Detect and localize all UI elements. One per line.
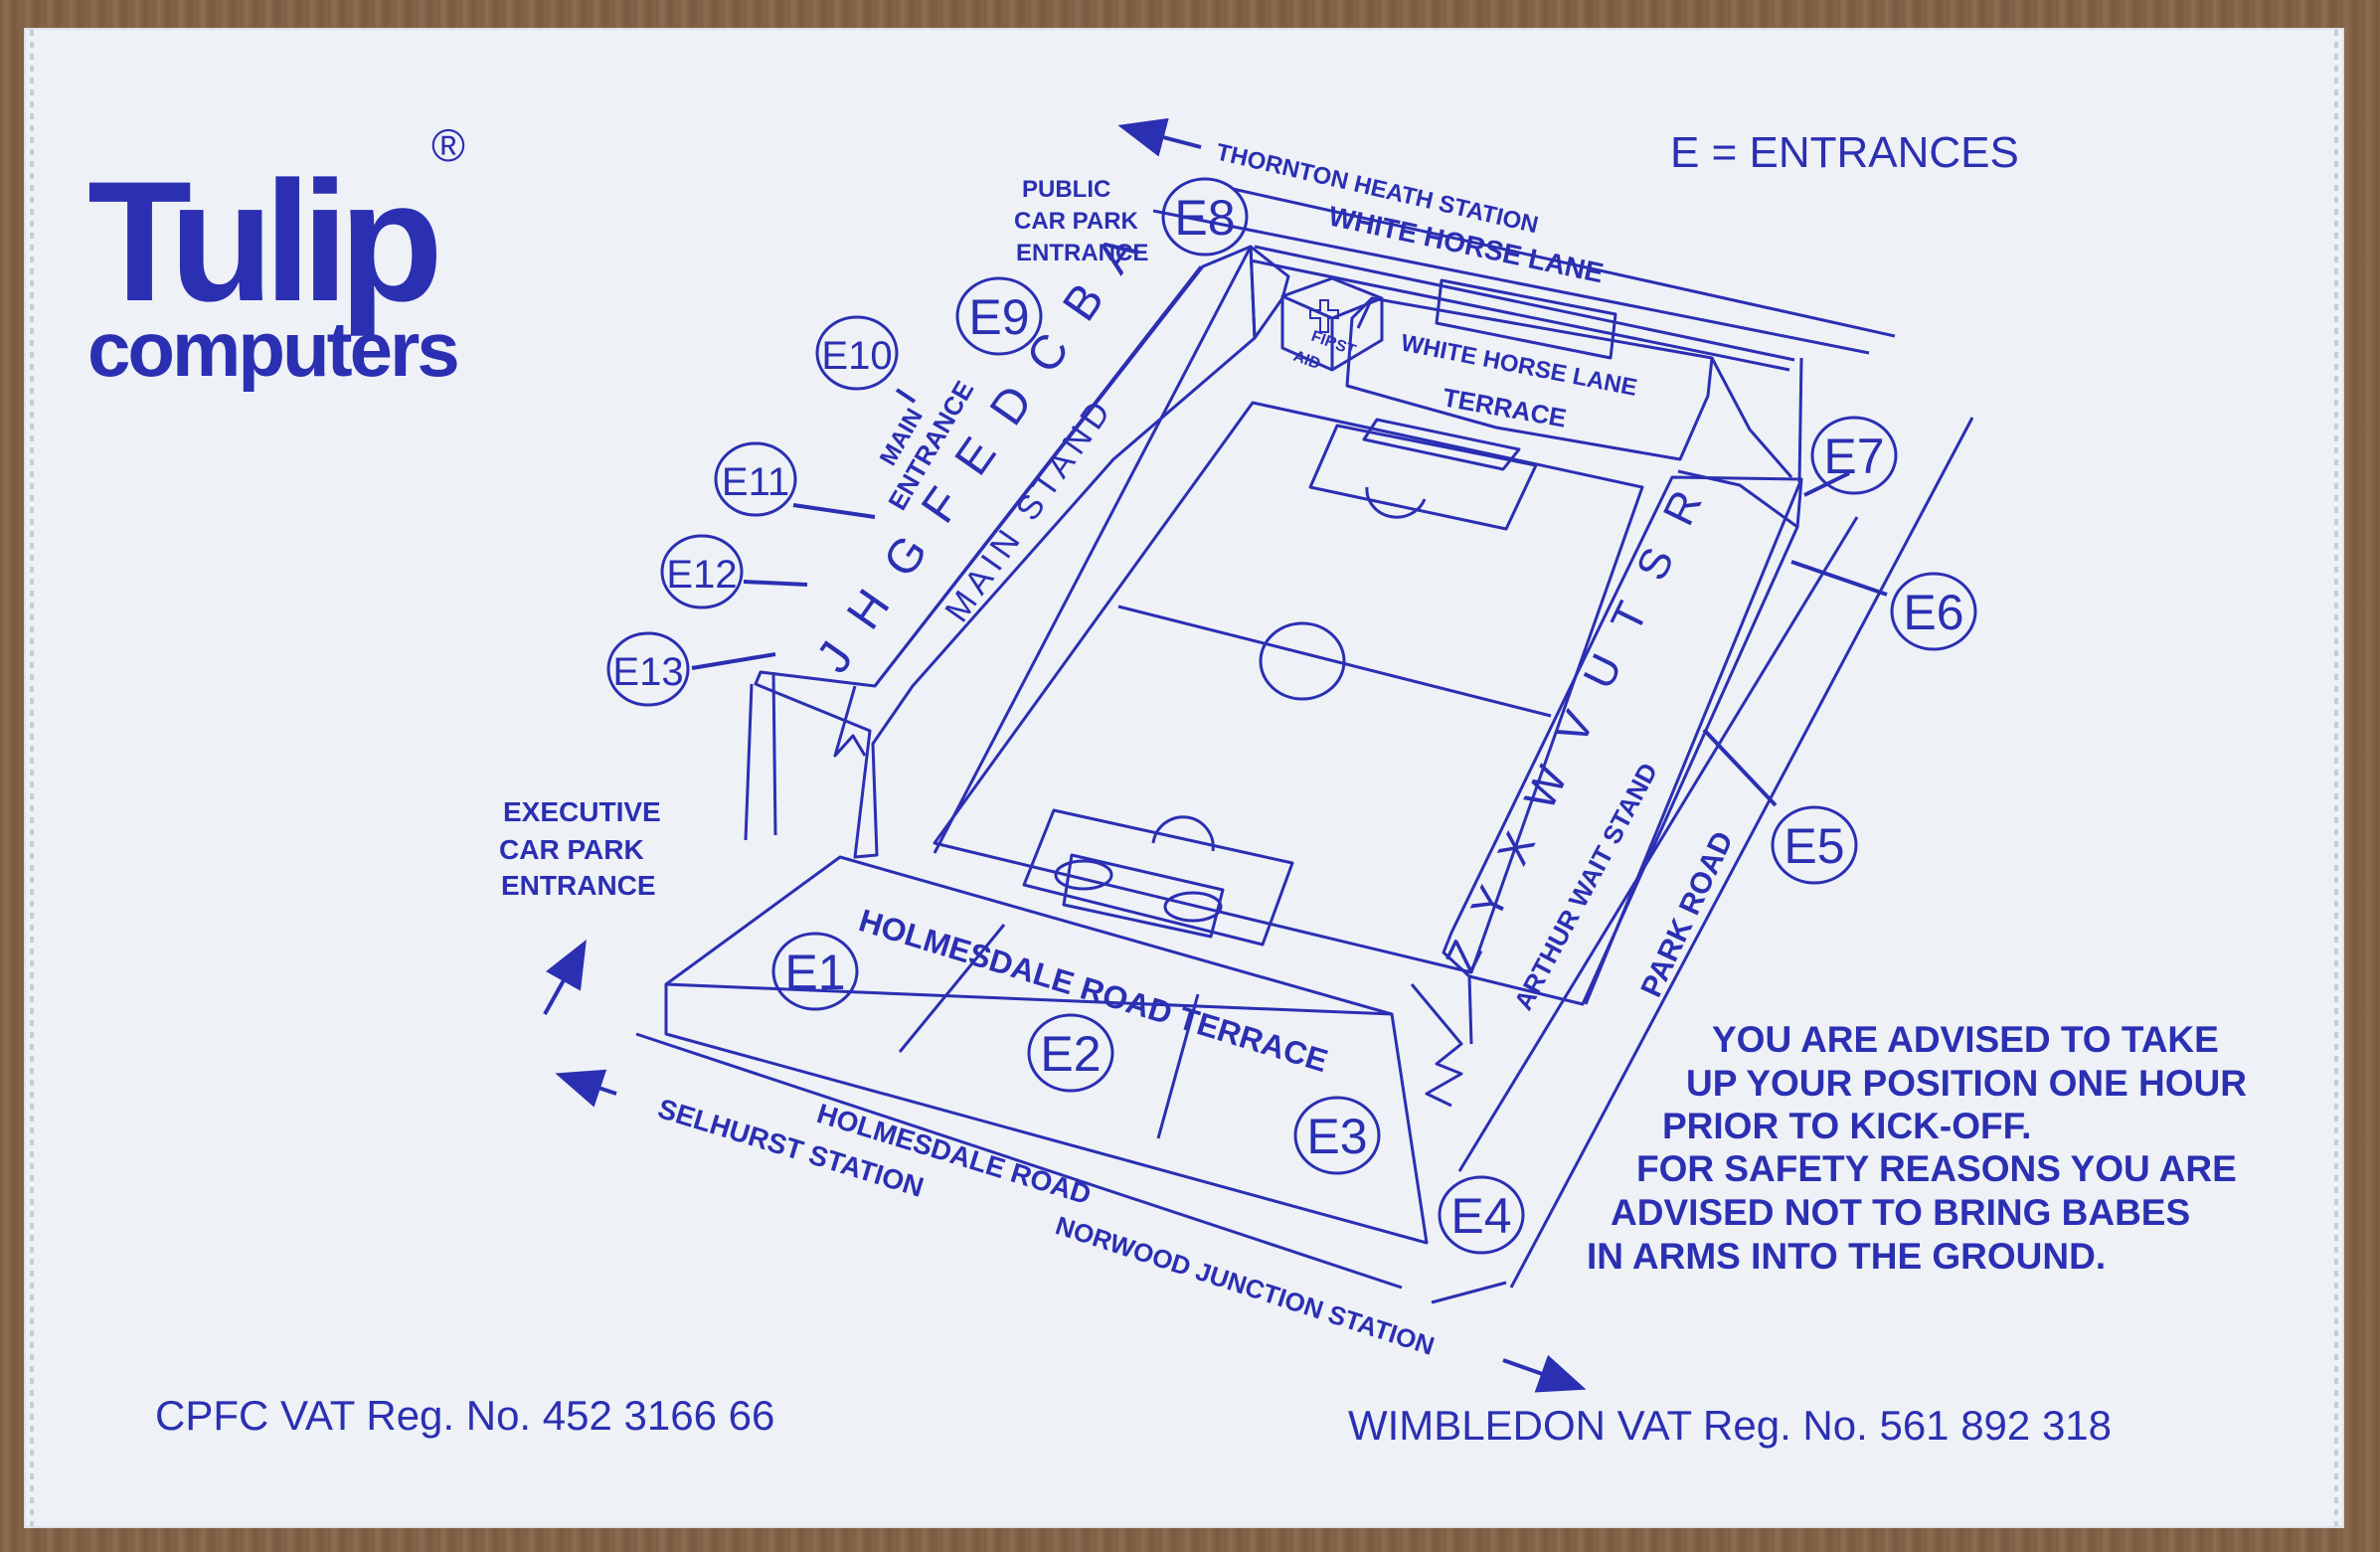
entrance-e1: E1 bbox=[784, 945, 845, 1000]
entrance-e5: E5 bbox=[1784, 818, 1844, 874]
entrance-e6: E6 bbox=[1903, 585, 1963, 640]
stadium-outline bbox=[635, 187, 1974, 1304]
arthur-wait-stand-outline bbox=[1442, 475, 1803, 1006]
tulip-logo: Tulip ® computers bbox=[87, 119, 465, 393]
entrance-e3: E3 bbox=[1306, 1109, 1367, 1164]
norwood-arrow bbox=[1502, 1354, 1587, 1393]
exec-car-park-3: ENTRANCE bbox=[501, 870, 656, 901]
entrance-e12: E12 bbox=[666, 553, 737, 597]
top-goal-area bbox=[1362, 418, 1521, 471]
public-car-park-2: CAR PARK bbox=[1014, 208, 1139, 235]
brand-name: Tulip bbox=[87, 146, 437, 337]
exec-car-park-2: CAR PARK bbox=[499, 834, 644, 865]
entrance-e8: E8 bbox=[1174, 190, 1235, 246]
holmesdale-road-line bbox=[635, 1032, 1403, 1290]
entrance-e9: E9 bbox=[968, 289, 1029, 345]
norwood-junction-label: NORWOOD JUNCTION STATION bbox=[1052, 1210, 1438, 1361]
entrance-e11: E11 bbox=[722, 460, 789, 504]
park-road-line bbox=[1509, 417, 1974, 1289]
brand-tagline: computers bbox=[87, 305, 457, 393]
entrances-legend: E = ENTRANCES bbox=[1670, 128, 2019, 177]
entrance-e4: E4 bbox=[1450, 1188, 1511, 1244]
wimbledon-vat-number: WIMBLEDON VAT Reg. No. 561 892 318 bbox=[1348, 1402, 2112, 1449]
entrance-e13: E13 bbox=[612, 650, 683, 694]
white-horse-lane-road bbox=[1232, 187, 1896, 338]
first-aid-label-2: AID bbox=[1291, 348, 1323, 373]
halfway-line bbox=[1117, 604, 1552, 718]
exec-car-park-arrow bbox=[543, 940, 587, 1015]
public-car-park-3: ENTRANCE bbox=[1016, 240, 1148, 266]
whl-terrace-label-2: TERRACE bbox=[1441, 382, 1569, 432]
registered-mark: ® bbox=[431, 119, 465, 171]
whl-roof bbox=[1435, 278, 1617, 360]
entrance-e2: E2 bbox=[1040, 1026, 1101, 1082]
cpfc-vat-number: CPFC VAT Reg. No. 452 3166 66 bbox=[155, 1392, 774, 1439]
whl-terrace-outline bbox=[1345, 296, 1714, 461]
exec-car-park-1: EXECUTIVE bbox=[503, 796, 661, 827]
bottom-goal-area bbox=[1062, 853, 1225, 939]
executive-car-park: EXECUTIVE CAR PARK ENTRANCE bbox=[499, 796, 661, 901]
entrance-e7: E7 bbox=[1823, 429, 1884, 484]
public-car-park: PUBLIC CAR PARK ENTRANCE bbox=[1014, 176, 1148, 266]
holmesdale-terrace-outline bbox=[664, 855, 1429, 1245]
first-aid-cross-icon bbox=[1309, 299, 1339, 333]
centre-circle bbox=[1259, 621, 1346, 701]
right-perforation bbox=[2334, 30, 2338, 1526]
public-car-park-1: PUBLIC bbox=[1022, 176, 1110, 203]
notice-line-4: FOR SAFETY REASONS YOU ARE bbox=[1636, 1148, 2237, 1189]
entrance-e10: E10 bbox=[821, 334, 892, 378]
left-perforation bbox=[30, 30, 34, 1526]
notice-line-3: PRIOR TO KICK-OFF. bbox=[1662, 1106, 2031, 1146]
selhurst-arrow bbox=[555, 1069, 617, 1108]
notice-line-2: UP YOUR POSITION ONE HOUR bbox=[1686, 1063, 2247, 1104]
safety-notice: YOU ARE ADVISED TO TAKE UP YOUR POSITION… bbox=[1587, 1019, 2247, 1277]
entrance-labels: E1 E2 E3 E4 E5 E6 E7 E8 E9 E10 E11 E12 E… bbox=[612, 190, 1963, 1244]
ticket-card bbox=[26, 30, 2342, 1526]
top-penalty-area bbox=[1308, 424, 1538, 531]
thornton-arrow bbox=[1117, 117, 1202, 157]
notice-line-6: IN ARMS INTO THE GROUND. bbox=[1587, 1236, 2106, 1277]
notice-line-5: ADVISED NOT TO BRING BABES bbox=[1611, 1192, 2190, 1233]
notice-line-1: YOU ARE ADVISED TO TAKE bbox=[1712, 1019, 2219, 1060]
